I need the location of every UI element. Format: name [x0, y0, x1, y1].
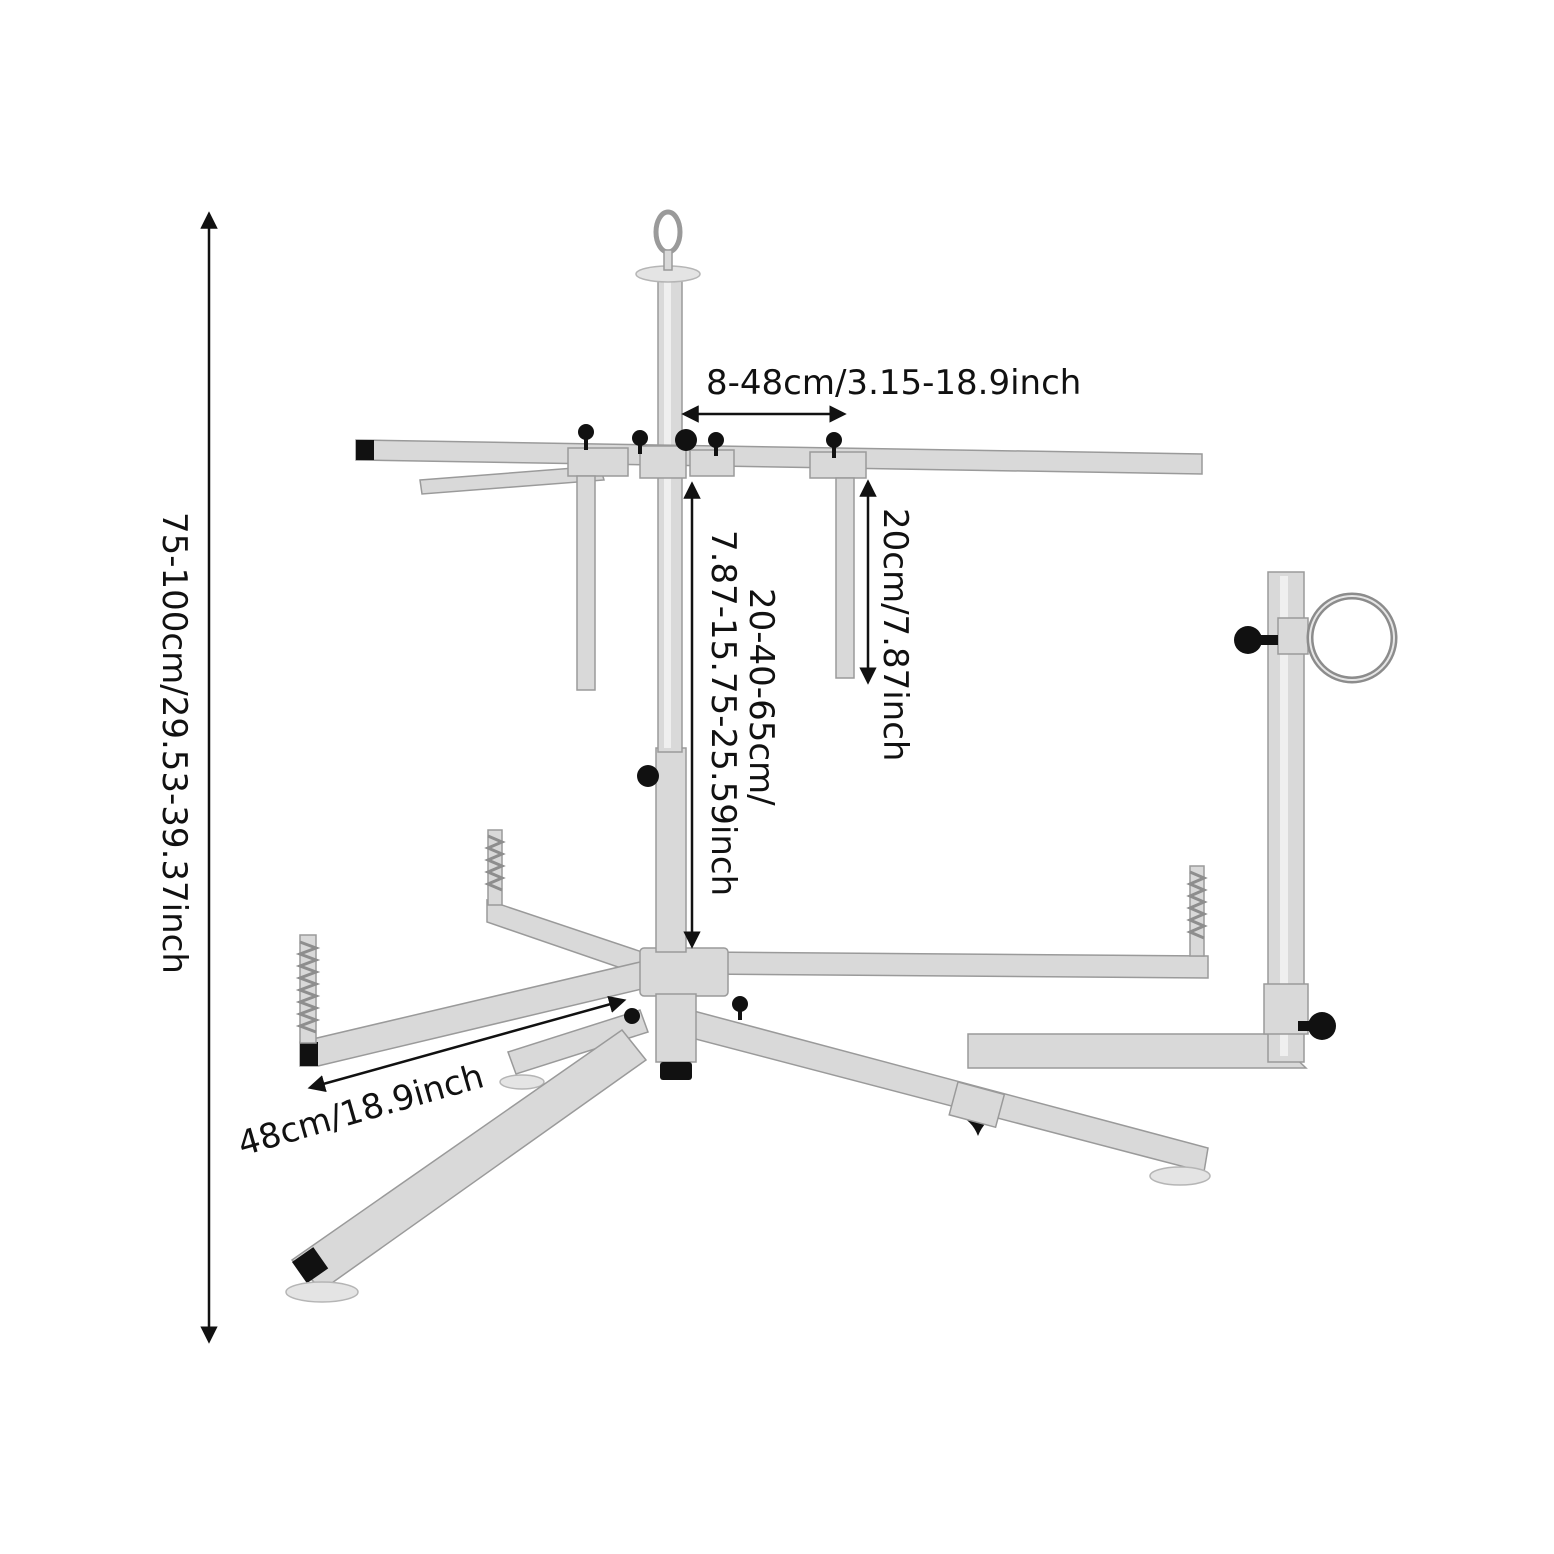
- ring-arm-vertical-hi: [1280, 576, 1288, 1056]
- top-clamp-left: [567, 447, 629, 477]
- pole-upper-hi: [664, 280, 671, 748]
- black-star-knob-icon[interactable]: [632, 430, 648, 454]
- black-star-knob-icon[interactable]: [1298, 1012, 1336, 1040]
- spring-back-left: [484, 834, 506, 892]
- pole-adjust-label-line2: 7.87-15.75-25.59inch: [703, 530, 743, 896]
- base-hub: [639, 947, 729, 997]
- top-arm-long-end: [356, 440, 374, 460]
- base-hub-foot-knob: [660, 1062, 692, 1080]
- arm-drop-label: 20cm/7.87inch: [875, 508, 915, 761]
- drop-right: [835, 477, 855, 679]
- leg-left-end: [300, 1042, 318, 1066]
- pole-hook-stem: [663, 249, 673, 271]
- black-star-knob-icon[interactable]: [578, 424, 594, 450]
- ring-clamp: [1277, 617, 1309, 655]
- drop-left: [576, 475, 596, 691]
- top-clamp-right-inner: [689, 449, 735, 477]
- leg-back-right: [699, 951, 1209, 979]
- top-arm-short: [419, 465, 605, 495]
- foot-pad-stub: [499, 1074, 545, 1090]
- center-pole: [635, 209, 701, 953]
- black-star-knob-icon[interactable]: [708, 432, 724, 456]
- ring-arm-horizontal: [967, 1033, 1308, 1069]
- arm-spacing-label: 8-48cm/3.15-18.9inch: [706, 363, 1081, 403]
- arm-drop-dimension: 20cm/7.87inch: [859, 479, 915, 761]
- top-hub: [639, 445, 687, 479]
- top-arms: [355, 424, 1203, 1024]
- black-star-knob-icon[interactable]: [624, 1008, 640, 1024]
- ring-support-arm: [967, 571, 1398, 1069]
- black-star-knob-icon[interactable]: [826, 432, 842, 458]
- spring-back-right: [1186, 870, 1208, 940]
- top-arm-long: [355, 439, 1203, 475]
- black-star-knob-icon[interactable]: [637, 765, 659, 787]
- pole-adjust-label-line1: 20-40-65cm/: [741, 588, 781, 806]
- leg-front-end: [292, 1247, 329, 1284]
- pole-hook-loop: [653, 209, 683, 255]
- leg-front: [290, 1028, 648, 1291]
- black-star-knob-icon[interactable]: [732, 996, 748, 1020]
- top-clamp-right: [809, 451, 867, 479]
- base-hub-collar: [655, 993, 697, 1063]
- pole-adjust-dimension: 20-40-65cm/ 7.87-15.75-25.59inch: [683, 481, 781, 949]
- black-star-knob-icon[interactable]: [675, 429, 697, 451]
- foot-pad-right: [1149, 1166, 1211, 1186]
- total-height-label: 75-100cm/29.53-39.37inch: [154, 512, 194, 974]
- leg-length-arrow: [307, 995, 627, 1093]
- pole-lower: [655, 747, 687, 953]
- arm-spacing-dimension: 8-48cm/3.15-18.9inch: [681, 363, 1081, 423]
- right-leg-joint: [948, 1081, 1006, 1129]
- foot-pad-front: [285, 1281, 359, 1303]
- black-star-knob-icon[interactable]: [1234, 626, 1278, 654]
- total-height-dimension: 75-100cm/29.53-39.37inch: [154, 211, 218, 1344]
